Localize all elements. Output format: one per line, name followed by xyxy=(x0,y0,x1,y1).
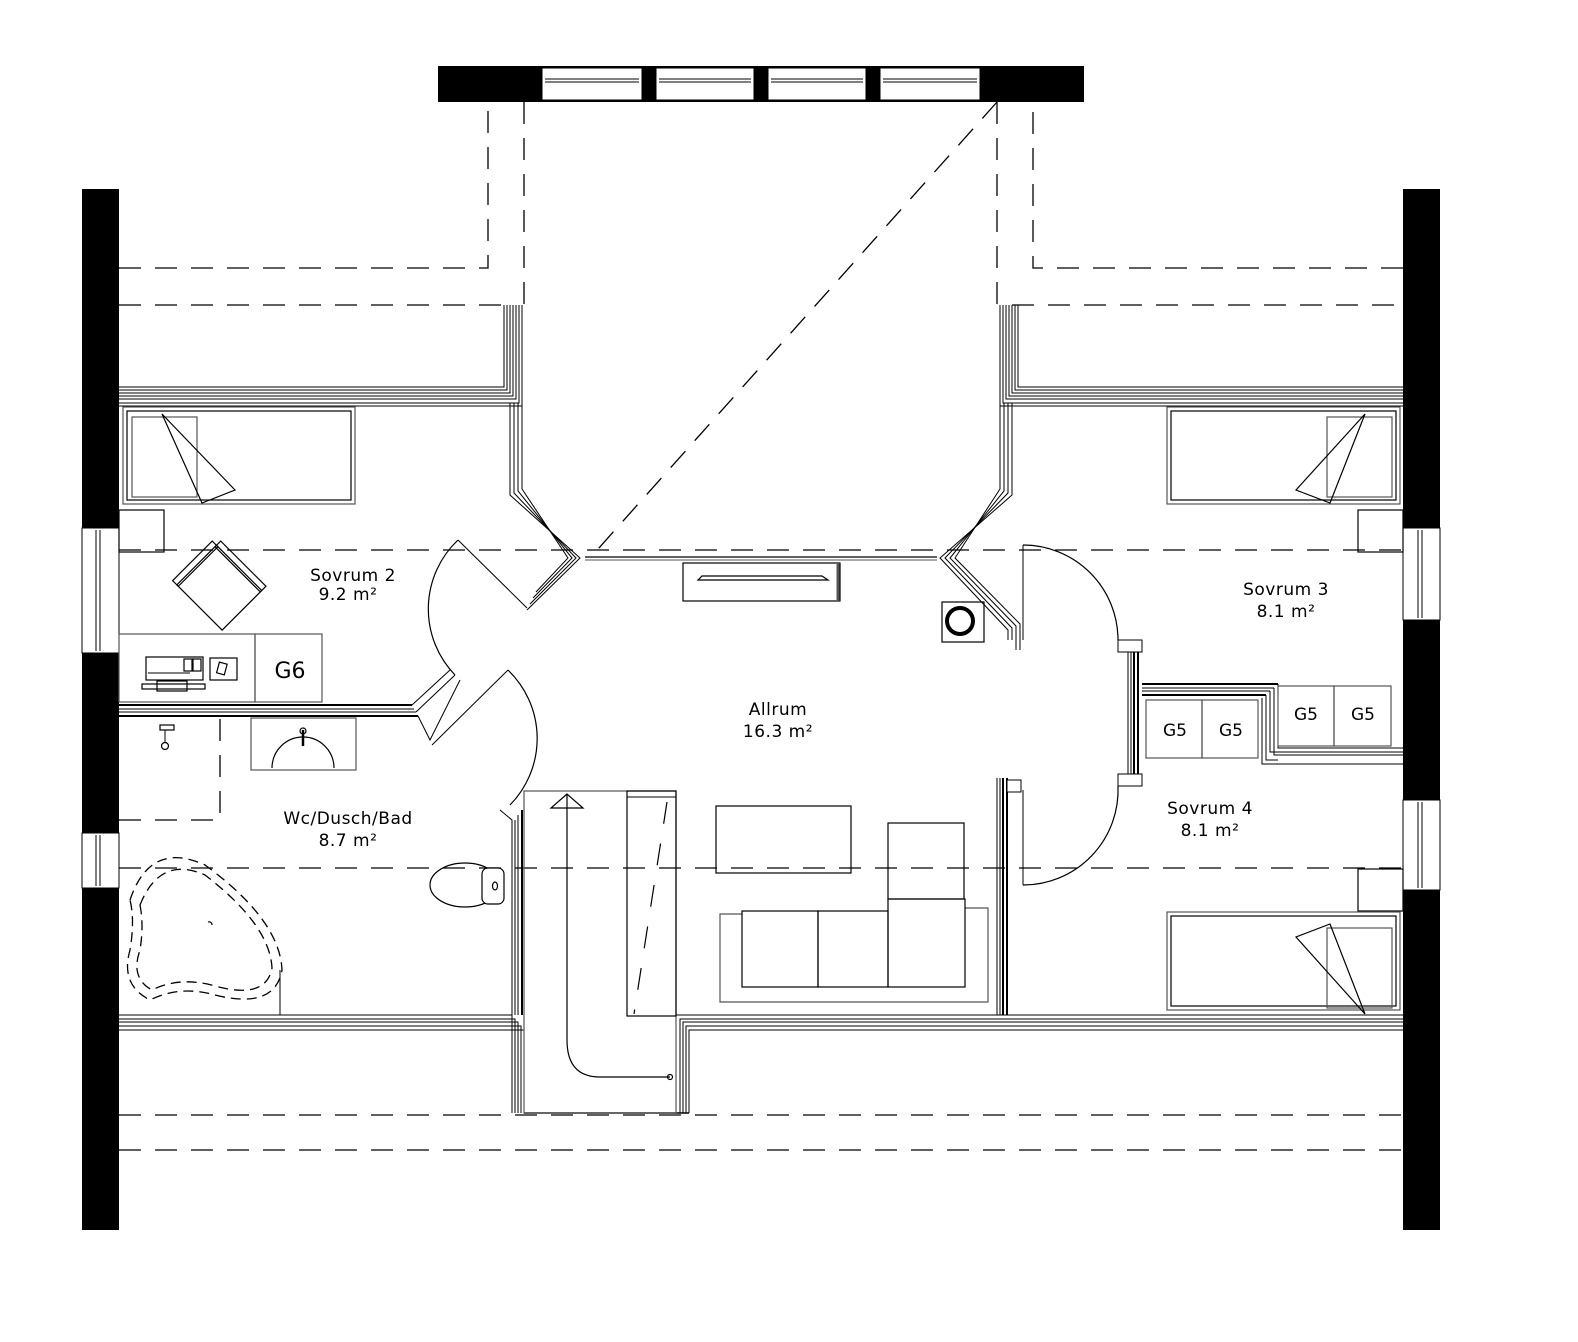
coffee-table xyxy=(715,805,852,874)
gable-wall-right xyxy=(1403,189,1440,1230)
sofa xyxy=(719,822,989,1003)
room-label-sovrum2: Sovrum 2 xyxy=(310,566,396,586)
room-area-wc: 8.7 m² xyxy=(319,831,378,851)
room-label-wc: Wc/Dusch/Bad xyxy=(283,809,412,829)
desk-with-computer xyxy=(118,633,256,703)
room-area-sovrum2: 9.2 m² xyxy=(319,585,378,605)
svg-text:G5: G5 xyxy=(1163,721,1187,741)
doors xyxy=(427,539,1119,886)
wardrobe-g5-set: G5 G5 G5 G5 xyxy=(1145,685,1392,759)
svg-text:G6: G6 xyxy=(274,659,305,684)
bed-sovrum4 xyxy=(1166,911,1401,1015)
nightstand-sovrum3 xyxy=(1357,509,1404,553)
bed-sovrum2 xyxy=(122,406,356,505)
svg-text:G5: G5 xyxy=(1351,705,1375,725)
room-label-sovrum3: Sovrum 3 xyxy=(1243,580,1329,600)
nightstand-sovrum2 xyxy=(118,509,165,553)
room-area-sovrum4: 8.1 m² xyxy=(1181,821,1240,841)
shower-mixer xyxy=(159,724,175,751)
svg-text:G5: G5 xyxy=(1219,721,1243,741)
wardrobe-g6: G6 xyxy=(254,633,323,703)
svg-text:G5: G5 xyxy=(1294,705,1318,725)
roof-slope-lines xyxy=(119,101,1403,1151)
room-label-sovrum4: Sovrum 4 xyxy=(1167,799,1253,819)
room-label-allrum: Allrum xyxy=(749,700,807,720)
room-area-sovrum3: 8.1 m² xyxy=(1257,602,1316,622)
stairs xyxy=(523,790,677,1114)
tv-bench xyxy=(682,562,841,602)
corner-bathtub xyxy=(126,857,283,1015)
washbasin xyxy=(250,717,357,771)
gable-windows xyxy=(81,527,1441,891)
bed-sovrum3 xyxy=(1166,406,1401,505)
toilet xyxy=(429,862,505,908)
nightstand-sovrum4 xyxy=(1357,868,1404,912)
armchair xyxy=(171,540,267,631)
gable-wall-left xyxy=(82,189,119,1230)
room-area-allrum: 16.3 m² xyxy=(743,722,813,742)
dormer-window xyxy=(438,66,1084,102)
stove xyxy=(941,601,985,643)
